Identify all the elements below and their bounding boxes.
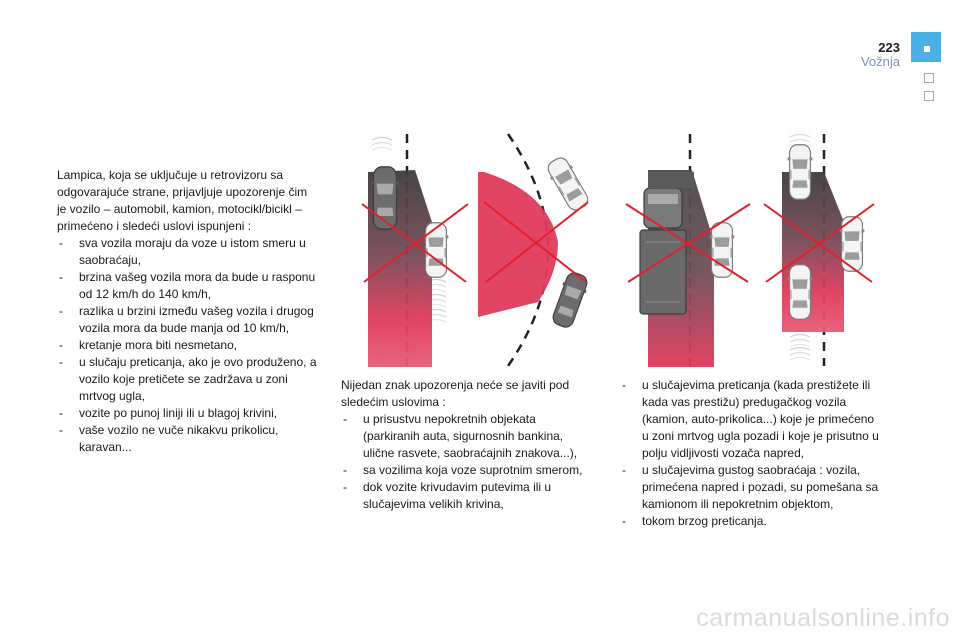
- page-number: 223: [878, 40, 900, 55]
- list-item: u prisustvu nepokretnih objekata (parkir…: [341, 411, 591, 462]
- watermark: carmanualsonline.info: [696, 604, 950, 632]
- conditions-list: sva vozila moraju da voze u istom smeru …: [57, 235, 319, 456]
- list-item: kretanje mora biti nesmetano,: [57, 337, 319, 354]
- illustration-dense-traffic: [763, 132, 875, 366]
- list-item: u slučaju preticanja, ako je ovo produže…: [57, 354, 319, 405]
- illustration-parked-vehicle: [361, 134, 469, 367]
- rear-car: [787, 264, 813, 320]
- no-warning-text: Nijedan znak upozorenja neće se javiti p…: [341, 377, 591, 513]
- list-item: tokom brzog preticanja.: [620, 513, 882, 530]
- cross-icon: [765, 203, 875, 283]
- conditions-text: Lampica, koja se uključuje u retrovizoru…: [57, 167, 319, 456]
- intro-paragraph: Lampica, koja se uključuje u retrovizoru…: [57, 168, 308, 233]
- list-item: u slučajevima gustog saobraćaja : vozila…: [620, 462, 882, 513]
- list-item: vaše vozilo ne vuče nikakvu prikolicu, k…: [57, 422, 319, 456]
- list-item: brzina vašeg vozila mora da bude u raspo…: [57, 269, 319, 303]
- illustration-sharp-curve: [478, 133, 593, 367]
- cross-icon: [627, 203, 751, 283]
- list-item: razlika u brzini između vašeg vozila i d…: [57, 303, 319, 337]
- no-warning-text-continued: u slučajevima preticanja (kada prestižet…: [620, 377, 882, 530]
- tab-dot-icon: [924, 46, 930, 52]
- list-item: sva vozila moraju da voze u istom smeru …: [57, 235, 319, 269]
- intro-paragraph: Nijedan znak upozorenja neće se javiti p…: [341, 378, 570, 409]
- no-warning-list: u prisustvu nepokretnih objekata (parkir…: [341, 411, 591, 513]
- cross-icon: [625, 203, 749, 283]
- list-item: u slučajevima preticanja (kada prestižet…: [620, 377, 882, 462]
- section-title: Vožnja: [860, 54, 900, 69]
- own-car: [709, 222, 735, 278]
- blind-spot-zone: [478, 172, 558, 317]
- truck: [639, 187, 687, 315]
- lane-marking: [506, 133, 550, 367]
- truck-cab-shadow: [648, 172, 694, 188]
- cross-icon: [485, 201, 589, 283]
- cross-icon: [363, 203, 469, 283]
- own-car: [423, 222, 449, 278]
- cross-icon: [763, 203, 873, 283]
- cross-icon: [483, 201, 587, 283]
- list-item: vozite po punoj liniji ili u blagoj kriv…: [57, 405, 319, 422]
- passing-car: [548, 269, 592, 331]
- front-car: [787, 144, 813, 200]
- cross-icon: [361, 203, 467, 283]
- section-tab-marker: [911, 32, 941, 62]
- no-warning-list-continued: u slučajevima preticanja (kada prestižet…: [620, 377, 882, 530]
- own-car: [839, 216, 865, 272]
- list-item: sa vozilima koja voze suprotnim smerom,: [341, 462, 591, 479]
- illustration-long-vehicle: [625, 134, 751, 367]
- tab-marker-empty: [924, 73, 934, 83]
- tab-marker-empty: [924, 91, 934, 101]
- list-item: dok vozite krivudavim putevima ili u slu…: [341, 479, 591, 513]
- parked-car: [370, 166, 400, 230]
